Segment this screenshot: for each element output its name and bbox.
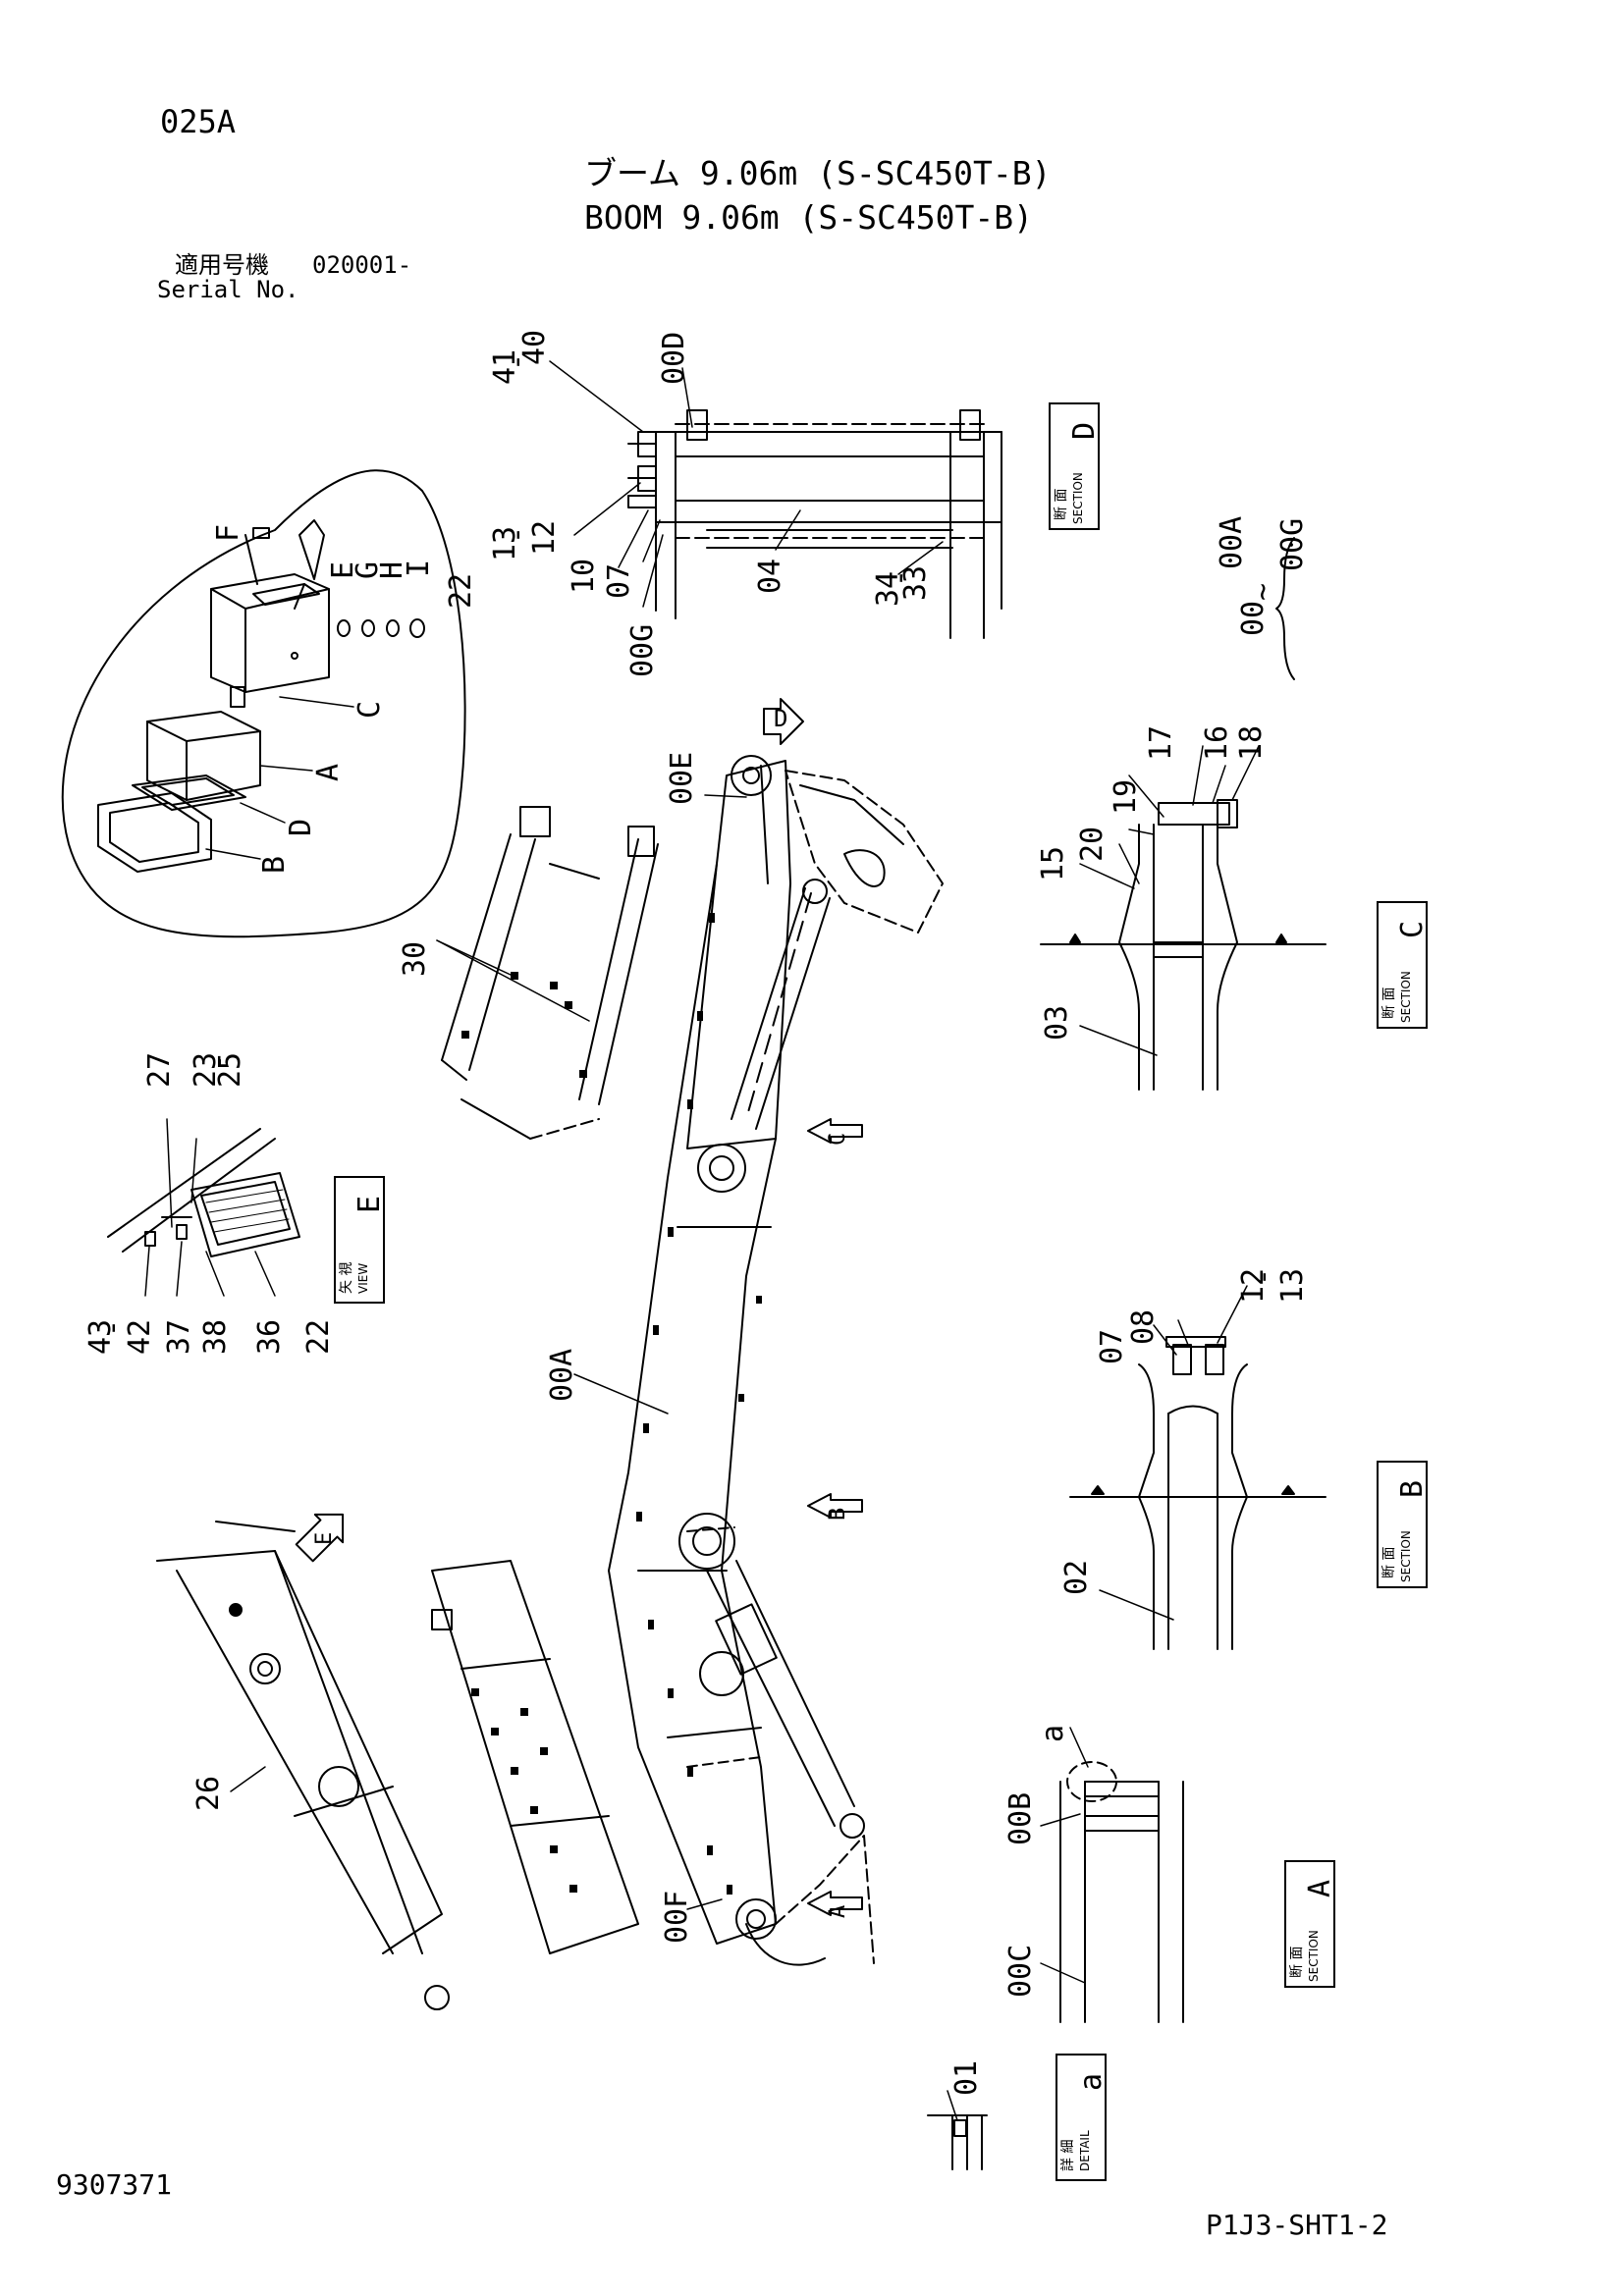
section-b-drawing xyxy=(1069,1285,1326,1650)
callout-33: 33 xyxy=(898,564,933,601)
lamp-detail-oval xyxy=(61,469,466,938)
view-e-letter: E xyxy=(352,1195,387,1213)
view-e-label: 矢 視 VIEW xyxy=(334,1176,385,1304)
callout-26: 26 xyxy=(191,1775,226,1811)
section-b-label: 断 面 SECTION xyxy=(1377,1461,1428,1588)
section-a-en: SECTION xyxy=(1307,1930,1321,1982)
callout-00E: 00E xyxy=(665,751,699,805)
serial-label-en: Serial No. xyxy=(157,276,299,303)
callout-00G: 00G xyxy=(625,623,660,677)
callout-20: 20 xyxy=(1075,826,1110,862)
detail-a-label: 詳 細 DETAIL xyxy=(1056,2054,1107,2181)
group-brace xyxy=(1275,537,1295,680)
section-c-drawing xyxy=(1040,745,1326,1091)
callout-00C: 00C xyxy=(1003,1944,1038,1998)
callout-12: 12 xyxy=(527,519,562,556)
view-e-jp: 矢 視 xyxy=(339,1261,354,1294)
callout-01: 01 xyxy=(949,2059,984,2096)
section-d-letter: D xyxy=(1067,421,1102,440)
section-a-jp: 断 面 xyxy=(1289,1946,1305,1978)
section-c-label: 断 面 SECTION xyxy=(1377,901,1428,1029)
arrow-marker-A: A xyxy=(826,1904,850,1918)
leaders-top xyxy=(549,360,944,608)
callout-a: a xyxy=(1036,1724,1070,1742)
callout-I: I xyxy=(402,559,436,577)
callout-16: 16 xyxy=(1200,724,1234,761)
callout-04: 04 xyxy=(753,558,787,594)
section-c-letter: C xyxy=(1395,920,1430,938)
detail-a-jp: 詳 細 xyxy=(1060,2139,1076,2171)
arrow-marker-D: D xyxy=(774,705,788,732)
group-00: 00 xyxy=(1236,600,1271,636)
section-c-jp: 断 面 xyxy=(1381,987,1397,1019)
callout-00D: 00D xyxy=(657,331,691,385)
section-arrows xyxy=(295,698,863,1916)
callout-37: 37 xyxy=(162,1318,196,1355)
section-c-en: SECTION xyxy=(1399,971,1413,1023)
detail-a-letter: a xyxy=(1074,2072,1109,2091)
view-e-detail xyxy=(107,1118,300,1297)
arrow-marker-E: E xyxy=(312,1531,337,1545)
callout-08: 08 xyxy=(1126,1308,1161,1345)
title-english: BOOM 9.06m (S-SC450T-B) xyxy=(584,198,1033,237)
section-d-label: 断 面 SECTION xyxy=(1049,402,1100,530)
callout-22-view: 22 xyxy=(301,1318,336,1355)
serial-label-jp: 適用号機 xyxy=(175,251,269,279)
document-number: 9307371 xyxy=(56,2168,173,2201)
callout-dash-12b: - xyxy=(1246,1267,1280,1286)
section-a-letter: A xyxy=(1303,1879,1337,1897)
callout-10: 10 xyxy=(567,558,601,594)
cylinder-box-detail xyxy=(436,806,659,1140)
sheet-reference: P1J3-SHT1-2 xyxy=(1206,2209,1388,2241)
callout-07: 07 xyxy=(602,562,636,599)
section-a-label: 断 面 SECTION xyxy=(1284,1860,1335,1988)
boom-lower-center xyxy=(431,1560,639,1954)
group-tilde: ~ xyxy=(1246,582,1280,601)
callout-D: D xyxy=(284,818,318,836)
callout-00F: 00F xyxy=(660,1890,694,1944)
serial-value: 020001- xyxy=(312,251,412,279)
section-b-en: SECTION xyxy=(1399,1530,1413,1582)
callout-30: 30 xyxy=(398,940,432,977)
arrow-marker-C: C xyxy=(826,1132,850,1146)
page-code: 025A xyxy=(160,103,237,140)
section-b-jp: 断 面 xyxy=(1381,1546,1397,1578)
callout-13-b: 13 xyxy=(1275,1267,1310,1304)
callout-F: F xyxy=(211,523,245,542)
arrow-marker-B: B xyxy=(826,1507,850,1521)
view-e-en: VIEW xyxy=(356,1262,370,1294)
callout-00A: 00A xyxy=(545,1348,579,1402)
section-d-en: SECTION xyxy=(1071,472,1085,524)
section-d-jp: 断 面 xyxy=(1054,488,1069,520)
callout-C: C xyxy=(352,700,387,719)
callout-A: A xyxy=(311,763,346,781)
callout-27: 27 xyxy=(142,1051,177,1088)
callout-17: 17 xyxy=(1144,724,1178,761)
group-to-00G: 00G xyxy=(1275,517,1310,571)
callout-42: 42 xyxy=(123,1318,157,1355)
callout-18: 18 xyxy=(1234,724,1269,761)
callout-07-b: 07 xyxy=(1095,1328,1129,1364)
callout-03: 03 xyxy=(1040,1004,1074,1041)
group-from-00A: 00A xyxy=(1215,515,1249,569)
title-japanese: ブーム 9.06m (S-SC450T-B) xyxy=(584,154,1052,192)
callout-19: 19 xyxy=(1109,778,1143,815)
callout-25: 25 xyxy=(213,1051,247,1088)
callout-02: 02 xyxy=(1059,1559,1094,1595)
callout-38: 38 xyxy=(198,1318,233,1355)
section-a-drawing xyxy=(1040,1727,1184,2023)
boom-lower-left xyxy=(156,1521,450,2010)
callout-36: 36 xyxy=(252,1318,287,1355)
callout-15: 15 xyxy=(1036,845,1070,881)
callout-40: 40 xyxy=(517,329,552,365)
detail-a-en: DETAIL xyxy=(1078,2130,1092,2171)
section-b-letter: B xyxy=(1395,1479,1430,1498)
callout-22-detail: 22 xyxy=(444,572,478,609)
main-boom xyxy=(573,755,944,1966)
boom-head-top-view xyxy=(627,409,1002,639)
callout-00B: 00B xyxy=(1003,1791,1038,1845)
detail-a-drawing xyxy=(927,2090,988,2170)
callout-B: B xyxy=(257,855,292,874)
